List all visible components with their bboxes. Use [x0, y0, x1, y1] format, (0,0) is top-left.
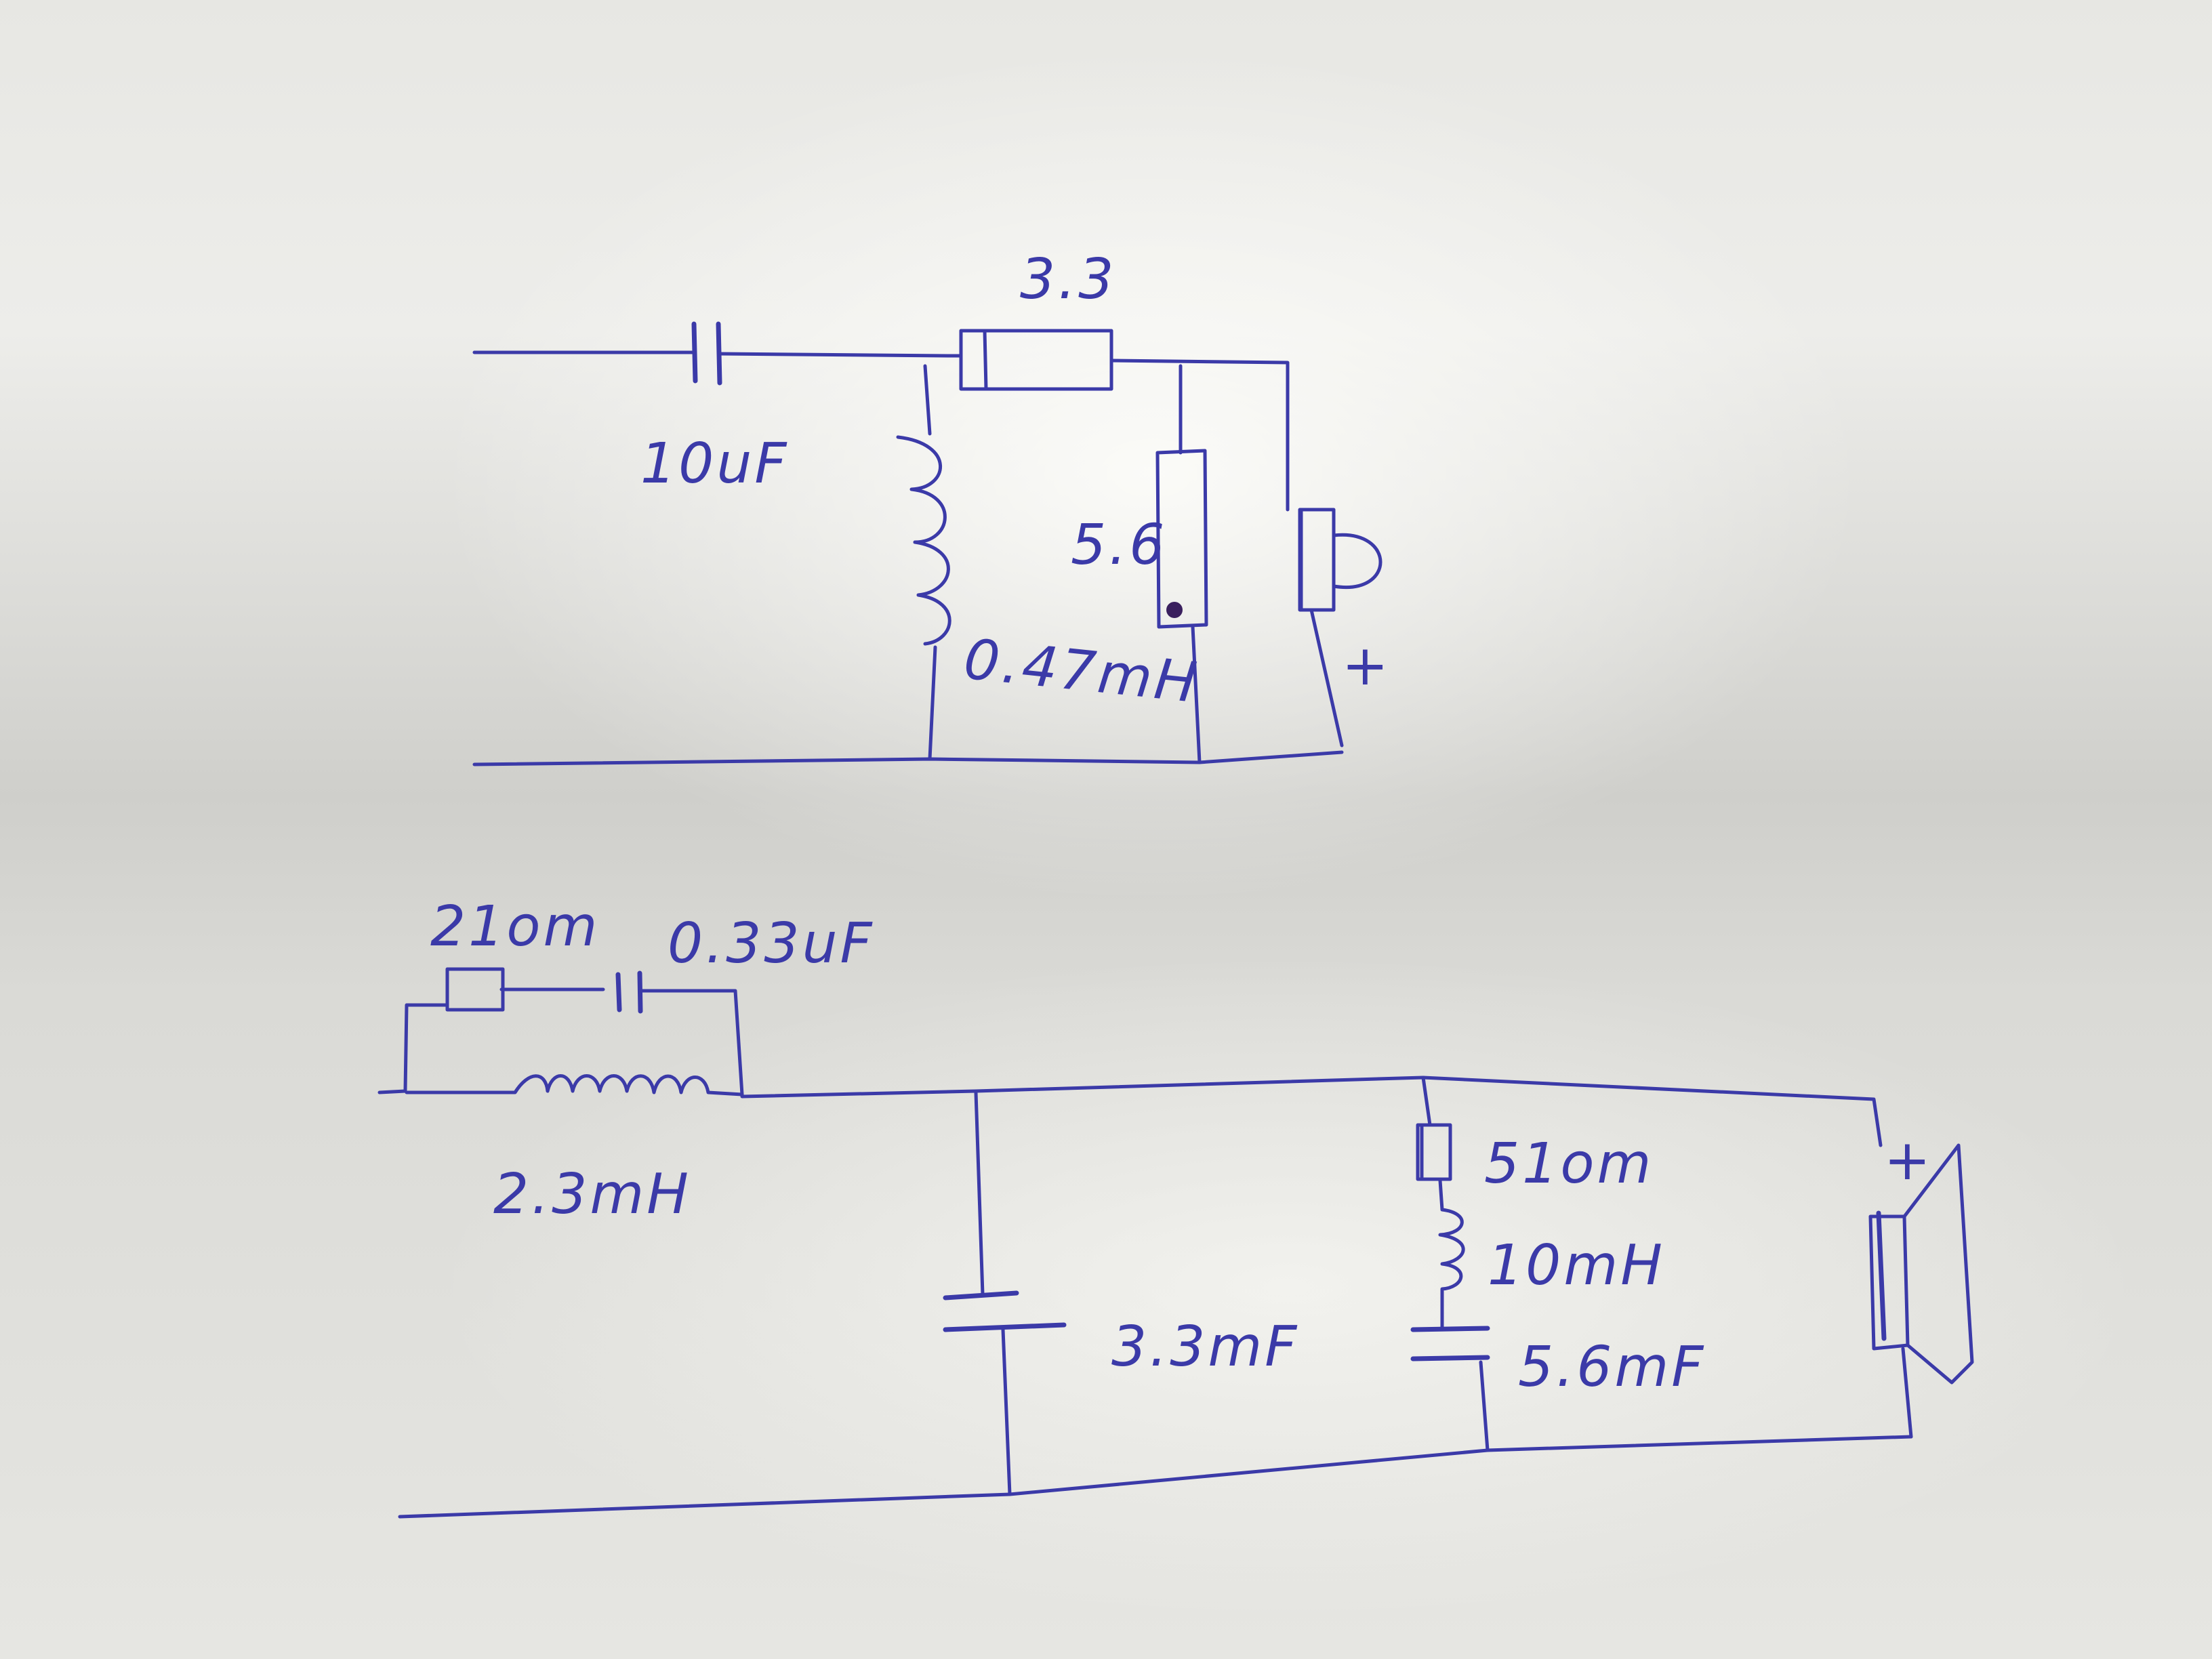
bottom-speaker-polarity: +	[1884, 1128, 1933, 1193]
top-speaker-symbol	[1298, 508, 1382, 747]
bottom-shunt-cap-ground-lead	[1001, 1328, 1012, 1496]
bottom-trap-ground-lead	[1479, 1360, 1490, 1452]
bottom-trap-capacitor-label: 5.6mF	[1518, 1335, 1706, 1399]
bottom-trap-inductor-label: 10mH	[1488, 1233, 1665, 1298]
top-wire-resistor-to-speaker	[1109, 359, 1290, 512]
top-shunt-resistor-label: 5.6	[1071, 513, 1167, 577]
top-shunt-resistor	[1155, 449, 1208, 629]
bottom-trap-resistor	[1416, 1123, 1452, 1181]
bottom-zobel-resistor	[445, 967, 605, 1012]
top-inductor-label: 0.47mH	[961, 627, 1202, 716]
bottom-trap-resistor-label: 51om	[1484, 1132, 1654, 1196]
top-shunt-resistor-ground-lead	[1191, 625, 1202, 764]
bottom-main-wire	[740, 1076, 1883, 1147]
top-capacitor-label: 10uF	[640, 432, 789, 496]
top-inductor-ground-lead	[928, 645, 937, 761]
top-shunt-resistor-dot	[1166, 602, 1183, 618]
bottom-shunt-cap-lead	[974, 1090, 985, 1296]
top-ground-wire	[472, 750, 1344, 766]
top-wire-cap-to-node	[718, 352, 951, 358]
bottom-trap-cap-plate-top	[1410, 1326, 1490, 1332]
top-circuit: 10uF 3.3 5.6 0.47mH +	[472, 247, 1391, 766]
bottom-shunt-cap-plate-top	[943, 1290, 1019, 1300]
bottom-zobel-resistor-label: 21om	[430, 895, 600, 959]
bottom-zobel-right-wire	[638, 989, 744, 1097]
top-inductor-lead	[923, 364, 932, 436]
bottom-zobel-left-wire	[377, 1003, 449, 1094]
bottom-ground-wire	[398, 1435, 1913, 1519]
bottom-circuit: 21om 0.33uF 2.3mH 3.3mF 51om 10mH 5.6mF …	[377, 895, 1974, 1519]
bottom-zobel-capacitor-label: 0.33uF	[668, 912, 875, 976]
top-series-resistor	[947, 329, 1113, 391]
bottom-trap-lead	[1421, 1076, 1432, 1127]
bottom-trap-cap-plate-bottom	[1410, 1355, 1490, 1361]
top-speaker-polarity: +	[1342, 634, 1391, 698]
bottom-zobel-capacitor	[615, 970, 643, 1014]
top-capacitor	[691, 321, 722, 386]
bottom-shunt-capacitor-label: 3.3mF	[1111, 1315, 1299, 1379]
bottom-series-inductor	[405, 1074, 744, 1097]
bottom-shunt-cap-plate-bottom	[943, 1322, 1067, 1332]
top-inductor-coil	[896, 435, 951, 646]
bottom-series-inductor-label: 2.3mH	[493, 1162, 691, 1227]
bottom-speaker-symbol	[1868, 1143, 1974, 1439]
bottom-trap-inductor	[1438, 1179, 1465, 1330]
top-series-resistor-label: 3.3	[1020, 247, 1116, 312]
